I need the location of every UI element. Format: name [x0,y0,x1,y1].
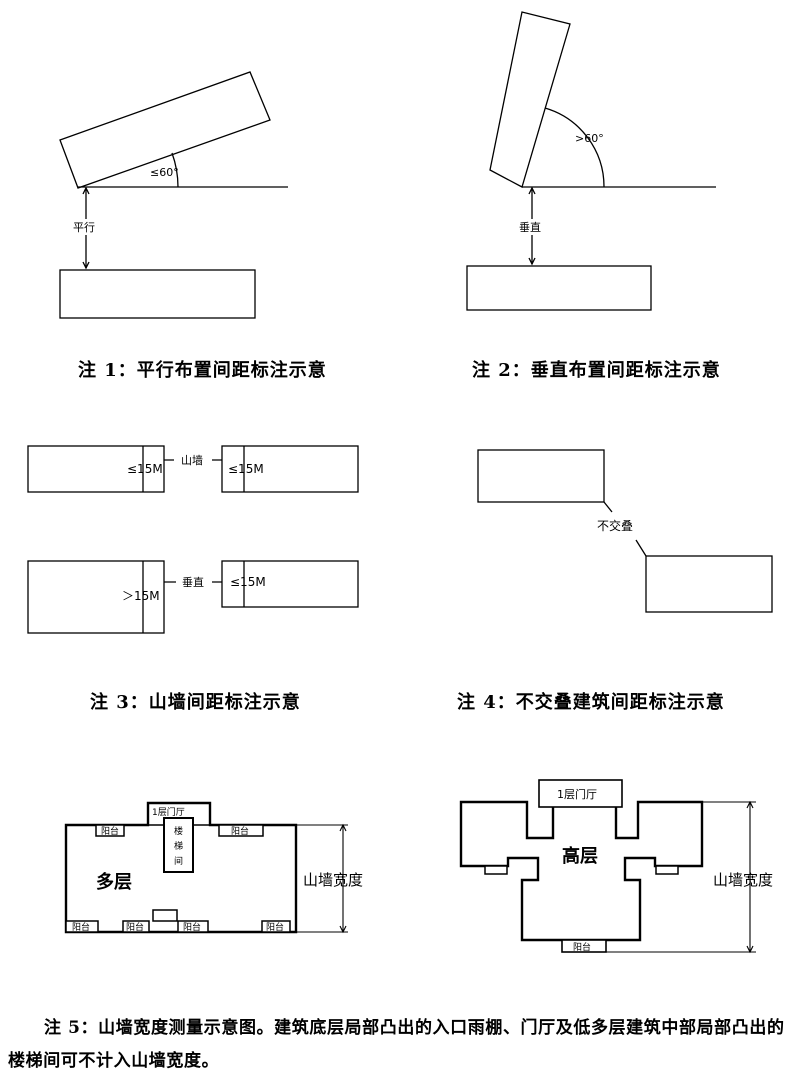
figure3-bottom-left-building [27,560,165,634]
figure4-upper-building [477,449,605,503]
figure1-arrow-top [82,186,90,195]
left-balcony-bottom-2 [122,920,150,933]
figure4-diagram [477,449,773,613]
left-width-label: 山墙宽度 [303,871,363,889]
left-balcony-top-2 [218,824,264,837]
right-width-dimension [606,800,756,954]
figure4-diagonal-lower [635,539,647,557]
left-width-dimension [297,823,348,934]
figure2-arrow-top [528,186,536,195]
left-balcony-bottom-3 [177,920,209,933]
stair-label-2: 梯 [174,840,183,852]
left-balcony-bottom-1 [65,920,99,933]
figure2-diagram [466,11,716,311]
left-balcony-bottom-4 [261,920,291,933]
left-balcony-top-1 [95,824,125,837]
figure2-tilted-building [489,11,571,188]
figure1-lower-building [59,269,256,319]
figure4-lower-building [645,555,773,613]
left-plan-name: 多层 [96,871,132,893]
figure1-diagram [59,71,288,319]
right-balcony [561,939,607,953]
figure3-top-left-building [27,445,165,493]
figure2-arrow-bottom [528,257,536,266]
stair-core [163,817,194,873]
figure1-angle-label: ≤60° [150,166,179,179]
left-balcony-label-bottom-3: 阳台 [183,921,201,933]
figure4-diagonal-upper [603,501,613,513]
right-lobby-label: 1层门厅 [557,787,597,801]
figure4-label: 不交叠 [597,518,633,533]
left-balcony-label-top-2: 阳台 [231,825,249,837]
figure3-top-left-label: ≤15M [127,462,163,476]
left-balcony-label-bottom-4: 阳台 [266,921,284,933]
left-entry-notch [152,909,178,922]
figure1-spacing-label: 平行 [73,221,95,234]
figure5-note-text: 注 5：山墙宽度测量示意图。建筑底层局部凸出的入口雨棚、门厅及低多层建筑中部局部… [8,1018,785,1071]
figure1-caption: 注 1：平行布置间距标注示意 [78,360,327,381]
figure2-angle-arc [544,107,605,188]
stair-label-3: 间 [174,855,183,867]
figure1-tilted-building [59,71,271,189]
figure3-top-middle-label: 山墙 [181,453,203,467]
figure3-bottom-right-building [221,560,359,608]
right-plan-name: 高层 [562,845,598,867]
figure5-left-plan [64,801,298,934]
figure3-bottom-left-label: ＞15M [122,589,160,603]
right-lobby [538,779,623,808]
right-right-wing-tab [655,865,679,875]
diagram-canvas: ≤60° 平行 >60° 垂直 ≤15M 山墙 ≤15M ＞15M 垂直 ≤15… [27,11,773,954]
figure5-right-plan [459,779,704,953]
left-lobby-label: 1层门厅 [152,806,185,818]
figure1-arrow-bottom [82,261,90,270]
figure2-lower-building [466,265,652,311]
figure3-bottom-middle-label: 垂直 [182,575,204,589]
left-balcony-label-bottom-2: 阳台 [126,921,144,933]
figure3-caption: 注 3：山墙间距标注示意 [90,692,301,713]
figure3-bottom-right-label: ≤15M [230,575,266,589]
right-balcony-label: 阳台 [573,941,591,953]
figure2-caption: 注 2：垂直布置间距标注示意 [472,360,721,381]
figure3-top-right-label: ≤15M [228,462,264,476]
figure2-spacing-label: 垂直 [519,220,541,234]
right-left-wing-tab [484,865,508,875]
figure5-note: 注 5：山墙宽度测量示意图。建筑底层局部凸出的入口雨棚、门厅及低多层建筑中部局部… [8,1012,792,1078]
figure1-angle-arc [171,152,179,188]
figure4-caption: 注 4：不交叠建筑间距标注示意 [457,692,725,713]
left-balcony-label-bottom-1: 阳台 [72,921,90,933]
right-width-label: 山墙宽度 [713,871,773,889]
figure3-diagram [27,445,359,634]
stair-label-1: 楼 [174,825,183,837]
left-balcony-label-top-1: 阳台 [101,825,119,837]
figure3-top-right-building [221,445,359,493]
figure2-angle-label: >60° [575,132,604,145]
